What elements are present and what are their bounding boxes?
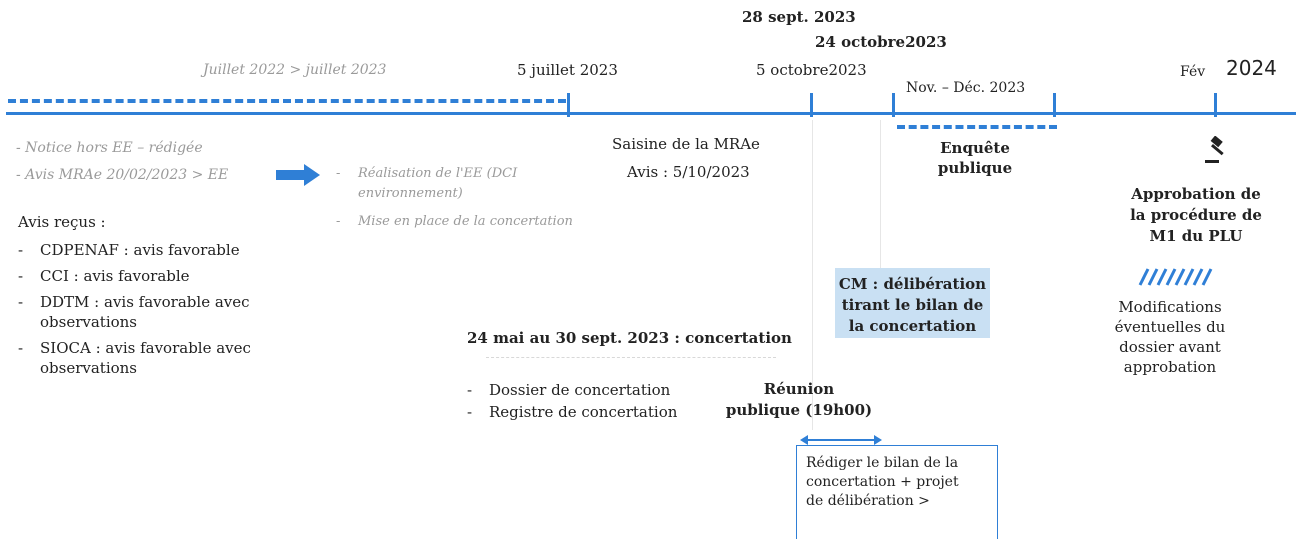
date-feb-prefix: Fév	[1180, 64, 1206, 80]
date-nov-dec: Nov. – Déc. 2023	[906, 80, 1026, 96]
avis-mrae-text: - Avis MRAe 20/02/2023 > EE	[16, 167, 229, 183]
concertation-faint-dashes	[486, 357, 776, 358]
gavel-icon	[1205, 136, 1224, 163]
modifications-line2: éventuelles du	[1114, 318, 1226, 336]
approbation-line3: M1 du PLU	[1149, 227, 1243, 245]
enquete-line2: publique	[937, 159, 1013, 177]
avis-item: CCI : avis favorable	[18, 266, 278, 286]
cm-line3: la concertation	[848, 317, 977, 335]
period-dashed-bar	[8, 99, 566, 103]
double-arrow-icon	[800, 435, 882, 445]
avis-recus-title: Avis reçus :	[18, 213, 106, 231]
right-arrow-icon	[276, 164, 320, 186]
date-july: 5 juillet 2023	[517, 61, 618, 79]
reunion-line2: publique (19h00)	[725, 401, 873, 419]
approbation-line1: Approbation de	[1131, 185, 1261, 203]
cm-line1: CM : délibération	[838, 275, 987, 293]
top-date-october: 24 octobre2023	[815, 33, 947, 51]
avis-item: DDTM : avis favorable avec observations	[18, 292, 260, 332]
tick-july	[567, 93, 570, 117]
mrae-avis: Avis : 5/10/2023	[627, 163, 750, 181]
top-date-sept: 28 sept. 2023	[742, 8, 856, 26]
modifications-line3: dossier avant	[1119, 338, 1221, 356]
bilan-box	[796, 445, 998, 539]
guide-line-cm	[880, 120, 881, 270]
concertation-title: 24 mai au 30 sept. 2023 : concertation	[467, 329, 792, 347]
timeline-axis	[6, 112, 1296, 115]
hatched-bar-icon	[1138, 268, 1213, 286]
notice-text: - Notice hors EE – rédigée	[16, 140, 203, 156]
approbation-line2: la procédure de	[1130, 206, 1262, 224]
ee-item: Mise en place de la concertation	[336, 212, 576, 232]
modifications-line4: approbation	[1123, 358, 1217, 376]
date-feb-year: 2024	[1226, 56, 1277, 80]
cm-highlight	[835, 268, 990, 338]
cm-line2: tirant le bilan de	[841, 296, 984, 314]
bilan-line1: Rédiger le bilan de la	[806, 455, 959, 471]
enquete-line1: Enquête	[940, 139, 1010, 157]
modifications-line1: Modifications	[1118, 298, 1222, 316]
period-label: Juillet 2022 > juillet 2023	[203, 62, 387, 78]
enquete-dashed-bar	[897, 125, 1057, 129]
ee-item: Réalisation de l'EE (DCI environnement)	[336, 164, 576, 204]
mrae-title: Saisine de la MRAe	[612, 135, 760, 153]
concertation-item: Registre de concertation	[467, 402, 727, 422]
avis-list: CDPENAF : avis favorable CCI : avis favo…	[18, 240, 278, 384]
bilan-line2: concertation + projet	[806, 474, 959, 490]
tick-feb	[1214, 93, 1217, 117]
bilan-line3: de délibération >	[806, 493, 930, 509]
concertation-list: Dossier de concertation Registre de conc…	[467, 380, 727, 428]
avis-item: CDPENAF : avis favorable	[18, 240, 278, 260]
reunion-line1: Réunion	[763, 380, 835, 398]
tick-dec	[1053, 93, 1056, 117]
avis-item: SIOCA : avis favorable avec observations	[18, 338, 260, 378]
guide-line-october	[812, 120, 813, 430]
ee-list: Réalisation de l'EE (DCI environnement) …	[336, 164, 576, 238]
tick-nov	[892, 93, 895, 117]
date-october: 5 octobre2023	[756, 61, 867, 79]
tick-october	[810, 93, 813, 117]
concertation-item: Dossier de concertation	[467, 380, 727, 400]
